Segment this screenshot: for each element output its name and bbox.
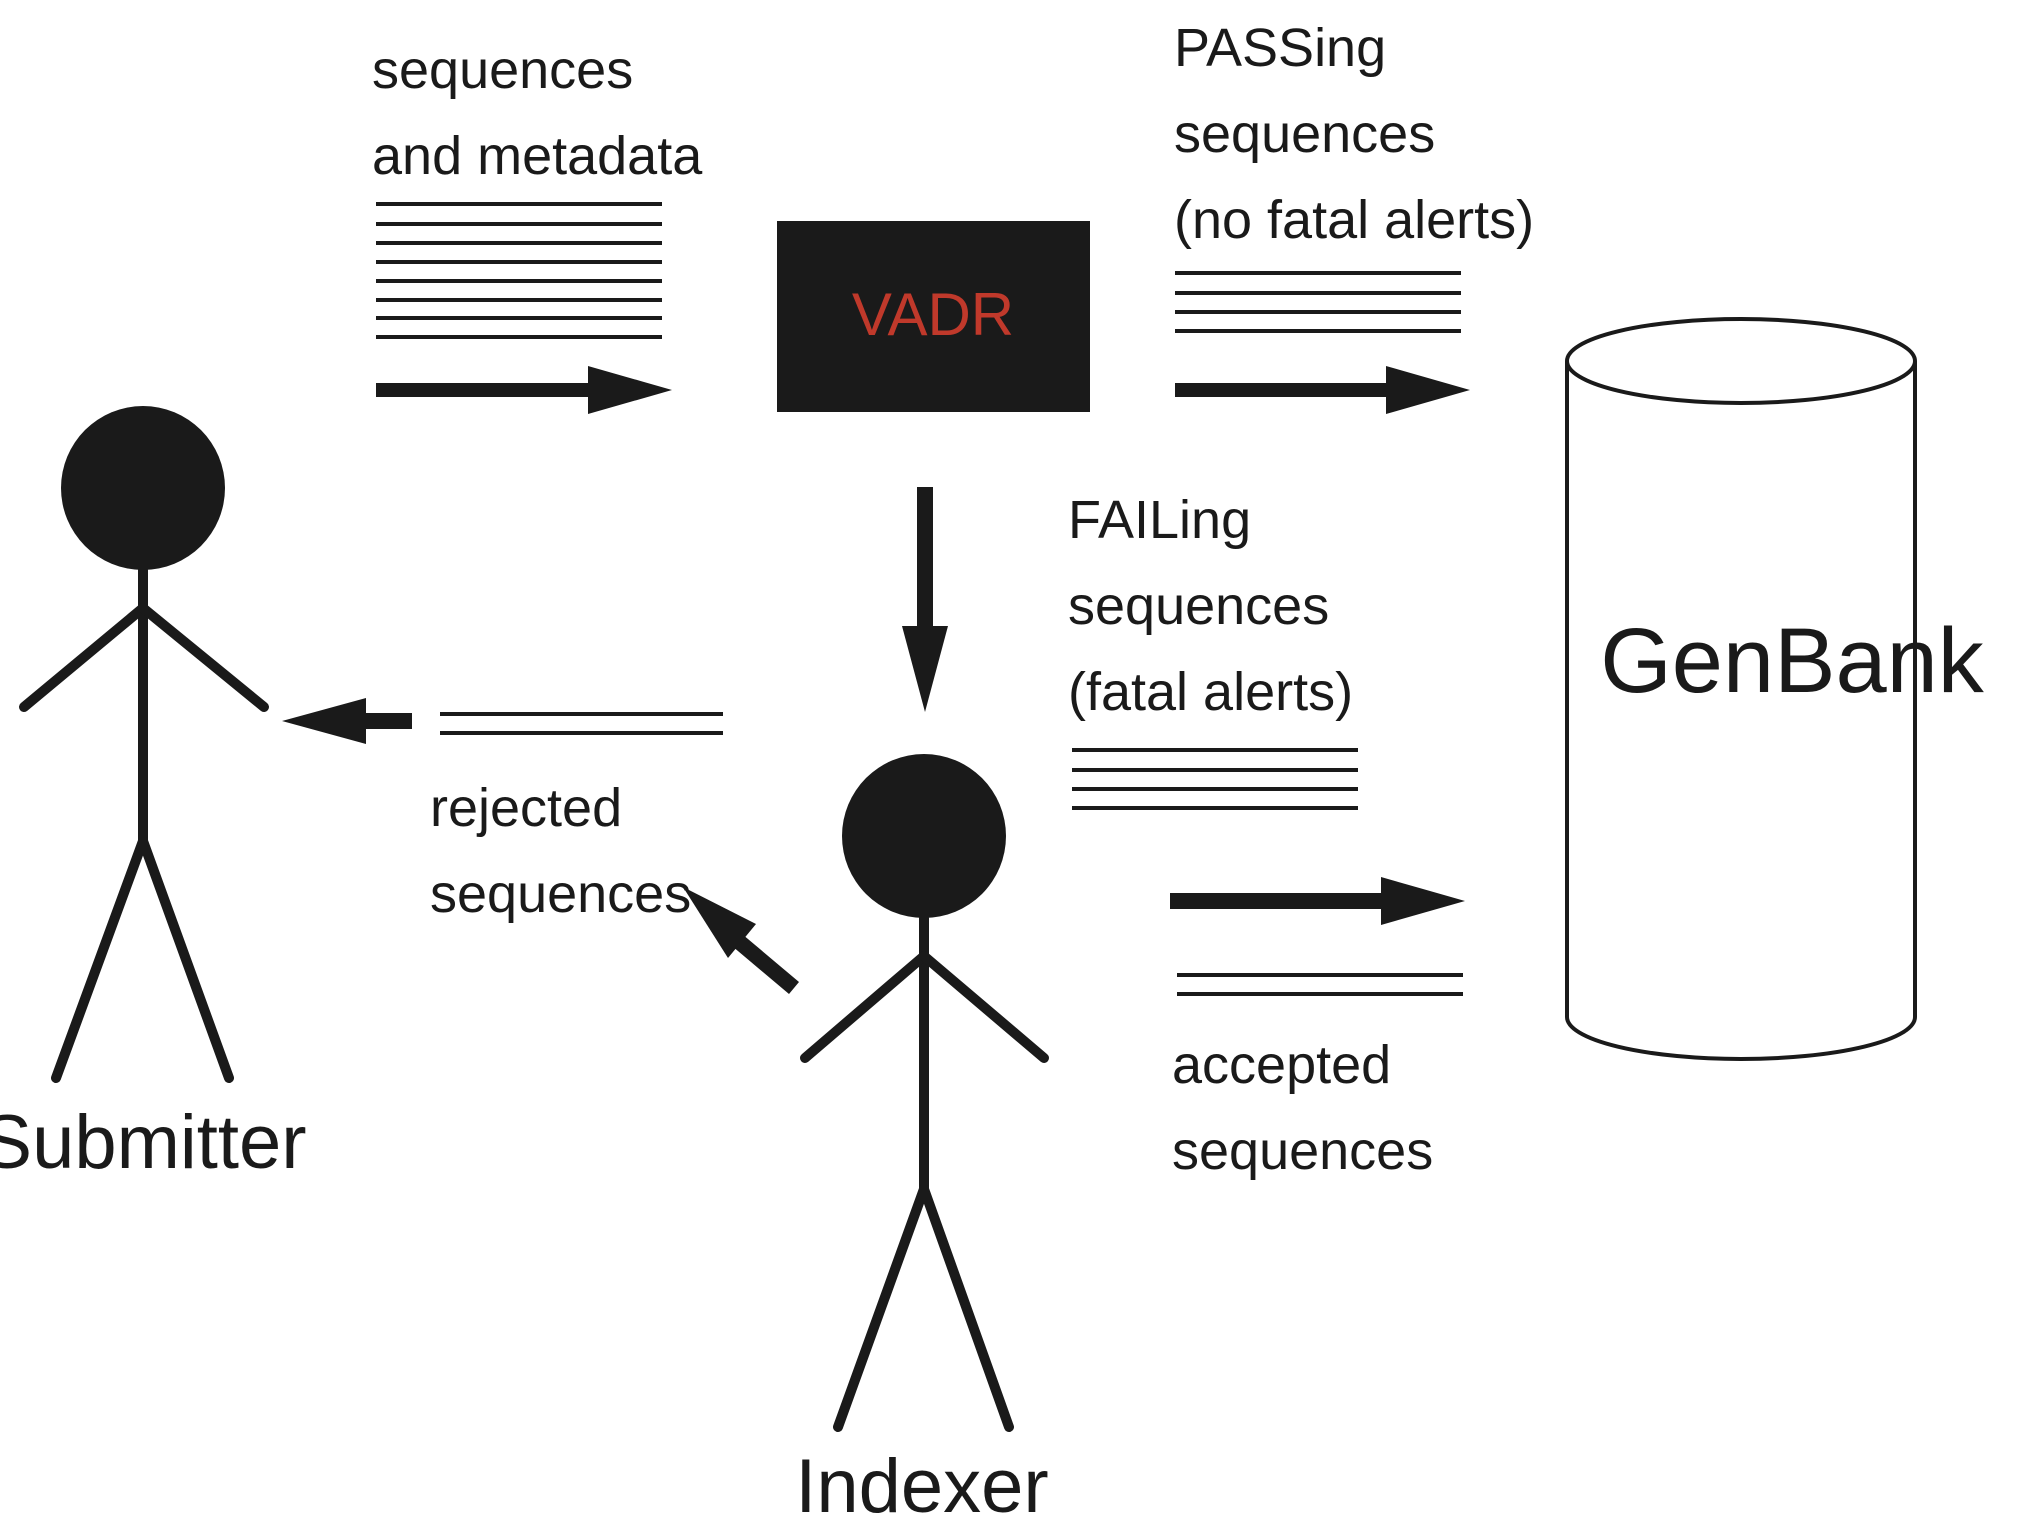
failing-label-line2: sequences <box>1068 576 1329 636</box>
indexer-figure-icon <box>800 754 1049 1432</box>
failing-label-line3: (fatal alerts) <box>1068 662 1353 722</box>
vadr-box <box>777 221 1090 412</box>
rejected-arrow-icon <box>282 698 412 744</box>
submitted-sequence-lines-icon <box>376 202 662 339</box>
fail-down-arrow-icon <box>902 487 948 712</box>
indexer-label: Indexer <box>795 1444 1049 1526</box>
accepted-label-line2: sequences <box>1172 1121 1433 1181</box>
submit-arrow-icon <box>376 366 672 414</box>
failing-sequence-lines-icon <box>1072 748 1358 810</box>
passing-sequence-lines-icon <box>1175 271 1461 333</box>
submitted-metadata-label: and metadata <box>372 126 703 186</box>
genbank-label: GenBank <box>1600 610 1985 712</box>
accept-arrow-icon <box>1170 877 1465 925</box>
failing-label-line1: FAILing <box>1068 490 1251 550</box>
accepted-label-line1: accepted <box>1172 1035 1391 1095</box>
passing-label-line1: PASSing <box>1174 18 1386 78</box>
genbank-database-icon <box>1565 317 1917 1061</box>
submitter-label: Submitter <box>0 1100 307 1185</box>
passing-label-line2: sequences <box>1174 104 1435 164</box>
accepted-sequence-lines-icon <box>1177 973 1463 996</box>
vadr-label: VADR <box>852 281 1014 348</box>
rejected-label-line1: rejected <box>430 778 622 838</box>
rejected-sequence-lines-icon <box>440 712 723 735</box>
passing-label-line3: (no fatal alerts) <box>1174 190 1534 250</box>
pass-arrow-icon <box>1175 366 1470 414</box>
submitter-figure-icon <box>19 406 269 1083</box>
indexer-reject-arrow-icon <box>683 887 799 994</box>
submitted-sequences-label: sequences <box>372 40 633 100</box>
rejected-label-line2: sequences <box>430 864 691 924</box>
